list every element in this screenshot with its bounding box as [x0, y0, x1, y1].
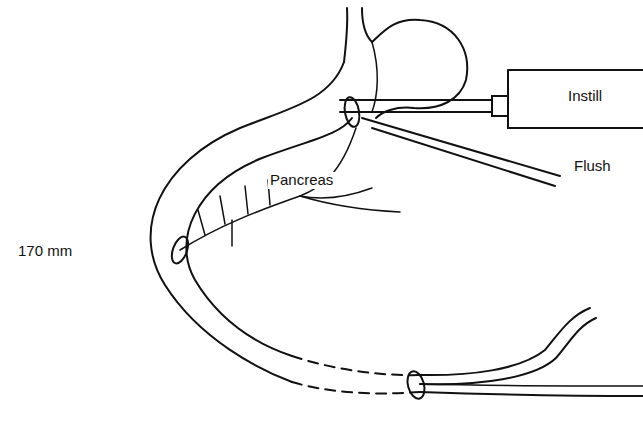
instill-label: Instill: [566, 88, 604, 105]
pancreatic-duct: [180, 128, 356, 250]
pancreatic-duct: [300, 188, 372, 198]
syringe-barrel: [508, 70, 643, 128]
instill-cannula: [340, 111, 492, 113]
duodenum-dashed: [292, 356, 420, 375]
duodenum-wall: [186, 118, 352, 356]
cannula: [420, 318, 596, 384]
flush-tube: [372, 128, 555, 186]
jejunum-wall: [420, 308, 590, 375]
instill-cannula: [340, 99, 492, 101]
stomach-wall: [372, 42, 377, 112]
duodenum-dashed: [292, 382, 420, 393]
stomach-wall: [344, 8, 347, 62]
flush-tube: [362, 118, 560, 176]
cannula: [420, 384, 643, 386]
dimension-label: 170 mm: [16, 243, 74, 260]
organ-label: Pancreas: [268, 172, 335, 189]
duct-branch: [198, 180, 270, 246]
ligature-tie: [405, 369, 428, 400]
jejunum-wall: [420, 392, 643, 396]
stomach-wall: [362, 8, 467, 118]
syringe-tip: [492, 96, 508, 116]
flush-label: Flush: [572, 158, 613, 175]
